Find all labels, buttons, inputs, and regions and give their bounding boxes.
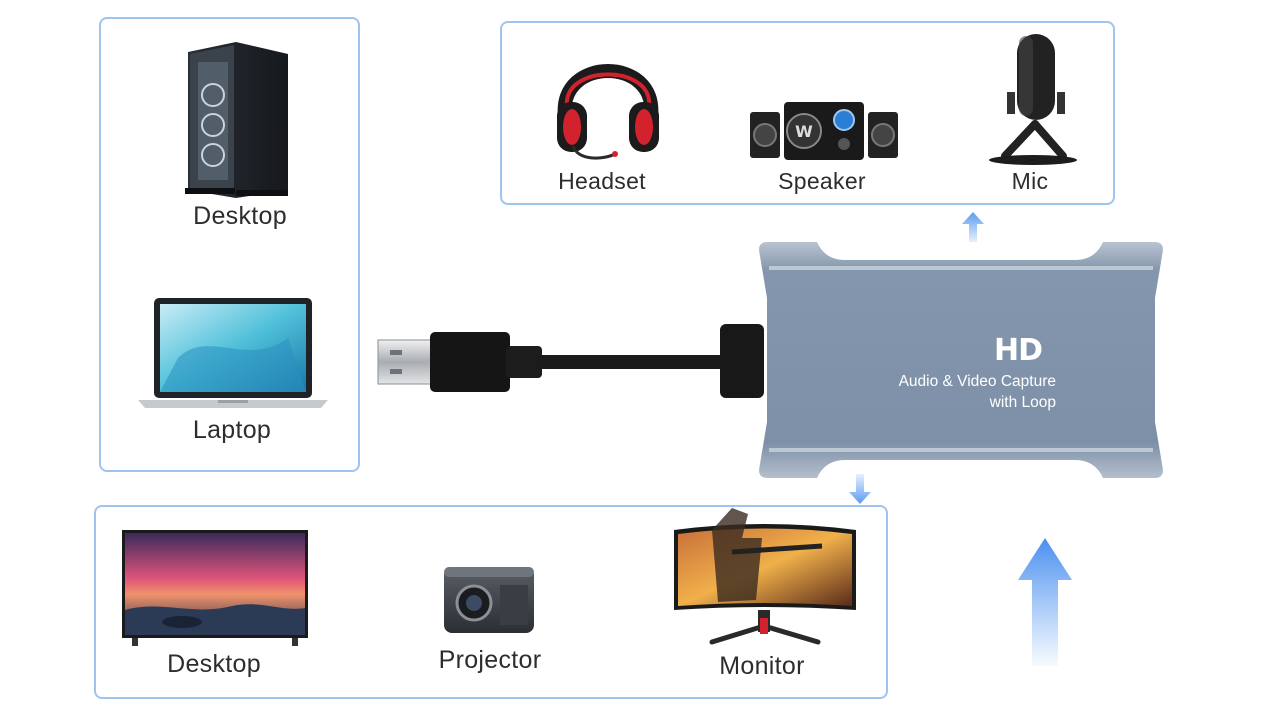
video-label-monitor: Monitor (719, 652, 805, 680)
laptop-icon (138, 298, 328, 408)
device-caption-line2: with Loop (989, 394, 1056, 411)
usb-cable-icon (377, 324, 764, 398)
arrow-up-small-icon (962, 212, 984, 242)
video-label-projector: Projector (438, 646, 542, 674)
input-label-laptop: Laptop (192, 416, 272, 444)
svg-text:W: W (795, 122, 813, 141)
video-label-desktop: Desktop (167, 650, 261, 678)
projector-icon (444, 567, 534, 633)
audio-label-mic: Mic (1011, 168, 1049, 194)
tv-icon (122, 530, 308, 646)
audio-label-speaker: Speaker (778, 168, 866, 194)
device-caption: Audio & Video Capture with Loop (899, 371, 1056, 413)
monitor-icon (674, 508, 856, 645)
capture-device-icon (759, 242, 1163, 478)
device-hd-logo: HD (994, 333, 1043, 368)
device-caption-line1: Audio & Video Capture (898, 373, 1056, 390)
arrow-up-large-icon (1018, 538, 1072, 666)
arrow-down-small-icon (849, 474, 871, 504)
desktop-tower-icon (185, 42, 288, 198)
speaker-icon: W (750, 102, 898, 160)
audio-label-headset: Headset (558, 168, 646, 194)
headset-icon (557, 64, 659, 160)
input-label-desktop: Desktop (193, 202, 287, 230)
microphone-icon (989, 34, 1077, 165)
